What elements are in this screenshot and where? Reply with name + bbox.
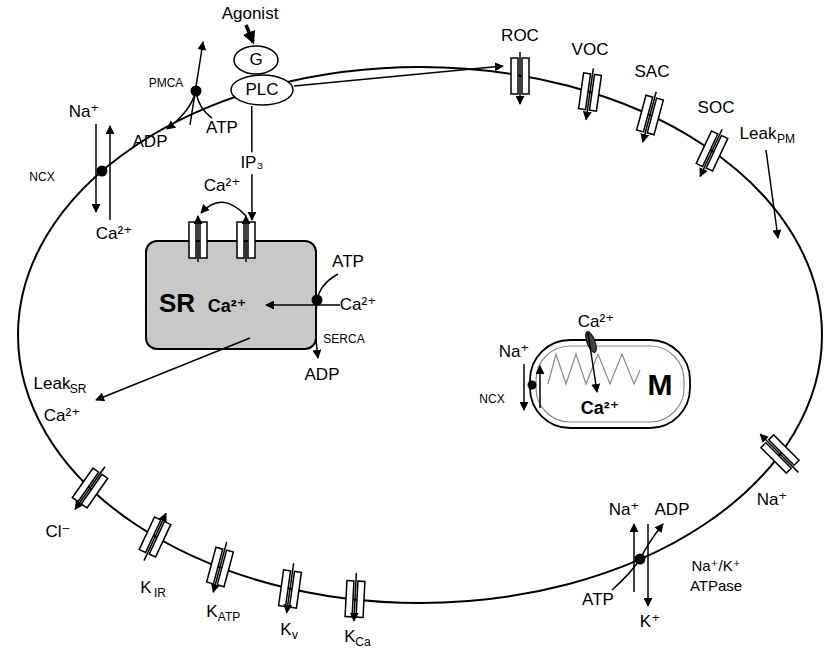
subscript-label: SR (70, 383, 87, 397)
annotation-label: K (280, 620, 291, 640)
sr-release-channel (189, 216, 207, 262)
ip3-receptor-channel (237, 216, 255, 262)
annotation-label: Ca²⁺ (204, 176, 240, 196)
na-channel (754, 428, 805, 479)
annotation-label: Na⁺ (499, 342, 530, 362)
node-title: SR (159, 289, 195, 319)
annotation-label: Agonist (222, 4, 279, 24)
ncx-exchanger (96, 124, 110, 220)
subscript-label: NCX (29, 171, 54, 185)
annotation-label: Na⁺ (69, 102, 100, 122)
annotation-label: ADP (133, 132, 168, 152)
annotation-label: K⁺ (640, 612, 660, 632)
mitochondrion: M Ca²⁺ (528, 340, 690, 430)
annotation-label: ROC (501, 26, 539, 46)
annotation-label: Ca²⁺ (96, 224, 132, 244)
voc-channel (577, 67, 602, 121)
node-label: Ca²⁺ (581, 398, 620, 419)
membrane-leak-arrow (766, 150, 778, 238)
annotation-label: K (140, 578, 151, 598)
annotation-label: VOC (572, 40, 609, 60)
cl-channel (68, 462, 113, 515)
annotation-label: Na⁺/K⁺ (691, 557, 740, 574)
annotation-label: K (206, 602, 217, 622)
node-title: M (648, 368, 673, 403)
sarcoplasmic-reticulum: SR Ca²⁺ (145, 240, 317, 350)
annotation-label: ATP (206, 118, 238, 138)
subscript-label: IR (154, 587, 166, 601)
annotation-label: SOC (698, 98, 735, 118)
kca-channel (345, 573, 365, 622)
ellipse-shape (234, 46, 278, 74)
annotation-label: ATP (332, 252, 364, 272)
plc-ellipse: PLC (230, 74, 294, 106)
cell-membrane (18, 67, 822, 603)
node-label: Ca²⁺ (208, 296, 247, 317)
annotation-label: Leak (740, 124, 777, 144)
annotation-label: ADP (655, 500, 690, 520)
subscript-label: Ca (355, 636, 370, 650)
annotation-label: K (344, 627, 355, 647)
g-protein-ellipse: G (233, 45, 279, 75)
annotation-label: SAC (635, 62, 670, 82)
subscript-label: NCX (479, 393, 504, 407)
katp-channel (205, 540, 236, 595)
annotation-label: Leak (34, 374, 71, 394)
annotation-label: ATPase (690, 577, 742, 594)
annotation-label: Na⁺ (609, 500, 640, 520)
sac-channel (634, 89, 665, 144)
node-label: PLC (245, 80, 278, 100)
subscript-label: SERCA (323, 333, 364, 347)
annotation-label: ADP (305, 365, 340, 385)
subscript-label: PMCA (149, 77, 184, 91)
cicr-arc (201, 202, 246, 216)
plc-to-roc-arrow (294, 66, 503, 86)
sr-leak-arrow (96, 338, 250, 400)
subscript-label: v (292, 629, 298, 643)
kir-channel (136, 510, 174, 565)
agonist-arrow (246, 25, 253, 42)
subscript-label: PM (777, 133, 795, 147)
connector-label: IP₃ (238, 152, 265, 174)
annotation-label: Cl⁻ (45, 522, 70, 542)
annotation-label: Na⁺ (757, 490, 788, 510)
na-k-atpase (612, 524, 663, 606)
node-label: G (249, 50, 262, 70)
annotation-label: Ca²⁺ (340, 295, 376, 315)
annotation-label: Ca²⁺ (44, 406, 80, 426)
roc-channel (511, 52, 529, 104)
soc-channel (692, 125, 730, 180)
annotation-label: ATP (582, 590, 614, 610)
ellipse-shape (231, 75, 293, 105)
annotation-label: Ca²⁺ (578, 312, 614, 332)
subscript-label: ATP (218, 611, 240, 625)
kv-channel (278, 562, 303, 614)
